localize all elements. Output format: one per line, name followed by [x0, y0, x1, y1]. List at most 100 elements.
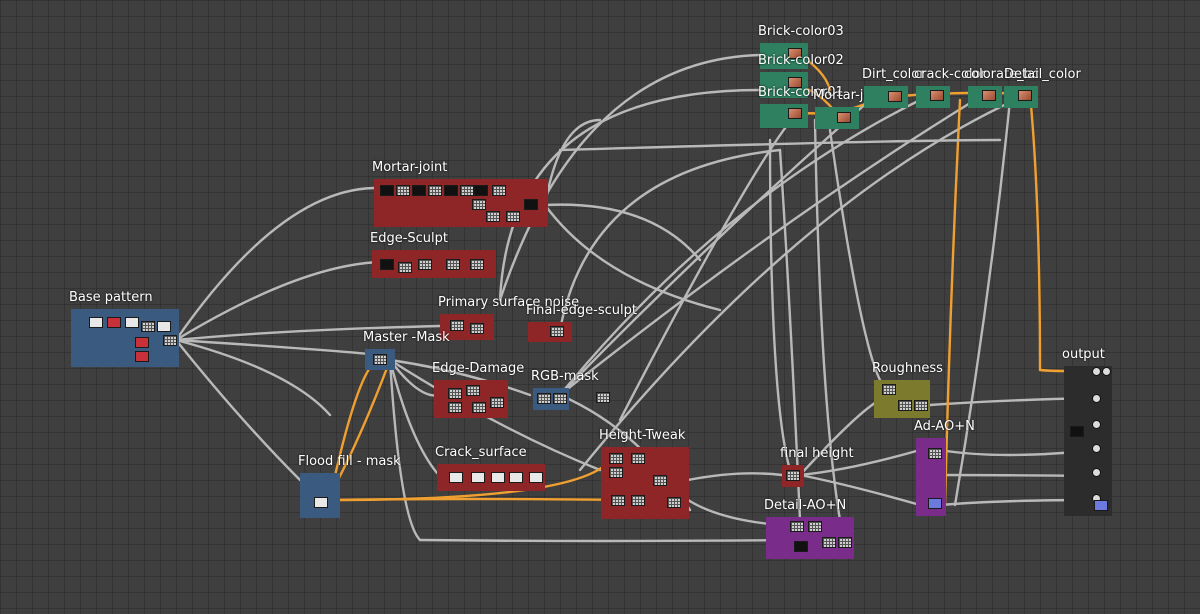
connection-wire[interactable] [388, 358, 439, 475]
connection-wire[interactable] [798, 448, 922, 477]
graph-node[interactable] [506, 211, 520, 222]
frame-detail-color[interactable]: Detail_color [1004, 67, 1081, 108]
connection-wire[interactable] [1028, 92, 1042, 372]
connection-wire[interactable] [388, 358, 602, 472]
graph-node[interactable] [125, 317, 139, 328]
frame-mortar-joint-color[interactable]: Mortar-joint [813, 88, 888, 129]
graph-node[interactable] [1070, 426, 1084, 437]
frame-edge-damage[interactable]: Edge-Damage [432, 361, 524, 418]
graph-node[interactable] [529, 472, 543, 483]
graph-node[interactable] [471, 472, 485, 483]
graph-node[interactable] [786, 470, 800, 481]
connection-wire[interactable] [388, 358, 532, 397]
graph-node[interactable] [314, 497, 328, 508]
connection-wire[interactable] [543, 203, 702, 262]
connection-wire[interactable] [778, 148, 802, 522]
frame-master-mask[interactable]: Master -Mask [363, 330, 450, 370]
connection-wire[interactable] [174, 186, 376, 342]
connection-wire[interactable] [388, 358, 422, 542]
graph-node[interactable] [609, 453, 623, 464]
output-port[interactable] [1092, 394, 1101, 403]
graph-node[interactable] [396, 185, 410, 196]
connection-wire[interactable] [558, 98, 922, 397]
frame-output[interactable]: output [1062, 347, 1112, 516]
graph-node[interactable] [141, 321, 155, 332]
connection-wire[interactable] [558, 98, 977, 397]
output-port[interactable] [1092, 420, 1101, 429]
frame-brick-color03[interactable]: Brick-color03 [758, 24, 844, 69]
graph-node[interactable] [914, 400, 928, 411]
graph-node[interactable] [428, 185, 442, 196]
graph-node[interactable] [1094, 500, 1108, 511]
graph-node[interactable] [163, 335, 177, 346]
frame-colorate-bc[interactable]: colorate_bc [964, 67, 1039, 108]
frame-brick-color01[interactable]: Brick-color01 [758, 85, 844, 128]
graph-node[interactable] [794, 541, 808, 552]
graph-node[interactable] [888, 91, 902, 102]
graph-node[interactable] [553, 393, 567, 404]
graph-node[interactable] [373, 354, 387, 365]
graph-node[interactable] [444, 185, 458, 196]
graph-node[interactable] [89, 317, 103, 328]
graph-node[interactable] [790, 521, 804, 532]
graph-node[interactable] [653, 475, 667, 486]
graph-node[interactable] [930, 90, 944, 101]
graph-node[interactable] [492, 185, 506, 196]
connection-wire[interactable] [828, 128, 882, 382]
output-port[interactable] [1102, 367, 1111, 376]
graph-node[interactable] [808, 521, 822, 532]
graph-node[interactable] [470, 259, 484, 270]
graph-node[interactable] [470, 323, 484, 334]
graph-node[interactable] [466, 385, 480, 396]
graph-node[interactable] [788, 108, 802, 119]
graph-node[interactable] [788, 77, 802, 88]
graph-node[interactable] [631, 495, 645, 506]
frame-roughness[interactable]: Roughness [872, 361, 943, 418]
connection-wire[interactable] [543, 203, 722, 312]
output-port[interactable] [1092, 444, 1101, 453]
graph-node[interactable] [135, 351, 149, 362]
graph-node[interactable] [491, 472, 505, 483]
connection-wire[interactable] [174, 338, 332, 417]
graph-node[interactable] [412, 185, 426, 196]
connection-wire[interactable] [686, 472, 784, 482]
graph-node[interactable] [157, 321, 171, 332]
graph-node[interactable] [450, 320, 464, 331]
connection-wire[interactable] [498, 53, 762, 302]
graph-node[interactable] [448, 402, 462, 413]
frame-dirt-color[interactable]: Dirt_color [862, 67, 925, 108]
graph-node[interactable] [446, 259, 460, 270]
graph-node[interactable] [486, 211, 500, 222]
rgb-mask-output-node[interactable] [596, 392, 610, 403]
graph-node[interactable] [449, 472, 463, 483]
graph-node[interactable] [135, 337, 149, 348]
graph-node[interactable] [928, 448, 942, 459]
frame-final-height[interactable]: final height [780, 446, 854, 487]
graph-node[interactable] [611, 495, 625, 506]
graph-node[interactable] [838, 537, 852, 548]
connection-wire[interactable] [953, 98, 1012, 507]
graph-node[interactable] [822, 537, 836, 548]
connection-wire[interactable] [558, 138, 1002, 152]
connection-wire[interactable] [418, 538, 802, 543]
graph-node[interactable] [982, 90, 996, 101]
graph-node[interactable] [472, 199, 486, 210]
graph-node[interactable] [609, 467, 623, 478]
graph-node[interactable] [418, 259, 432, 270]
graph-node[interactable] [474, 185, 488, 196]
frame-crack-surface[interactable]: Crack_surface [435, 445, 545, 491]
frame-height-tweak[interactable]: Height-Tweak [599, 428, 689, 519]
frame-primary-surface-noise[interactable]: Primary surface noise [438, 295, 579, 340]
connection-wire[interactable] [174, 324, 442, 342]
connection-wire[interactable] [578, 98, 1017, 472]
frame-crack-color[interactable]: crack-color [914, 67, 986, 108]
graph-node[interactable] [1018, 90, 1032, 101]
graph-node[interactable] [448, 388, 462, 399]
graph-node[interactable] [550, 326, 564, 337]
graph-node[interactable] [537, 393, 551, 404]
graph-node[interactable] [524, 199, 538, 210]
output-port[interactable] [1092, 468, 1101, 477]
frame-flood-fill-mask[interactable]: Flood fill - mask [298, 454, 401, 518]
frame-mortar-joint[interactable]: Mortar-joint [372, 160, 548, 227]
